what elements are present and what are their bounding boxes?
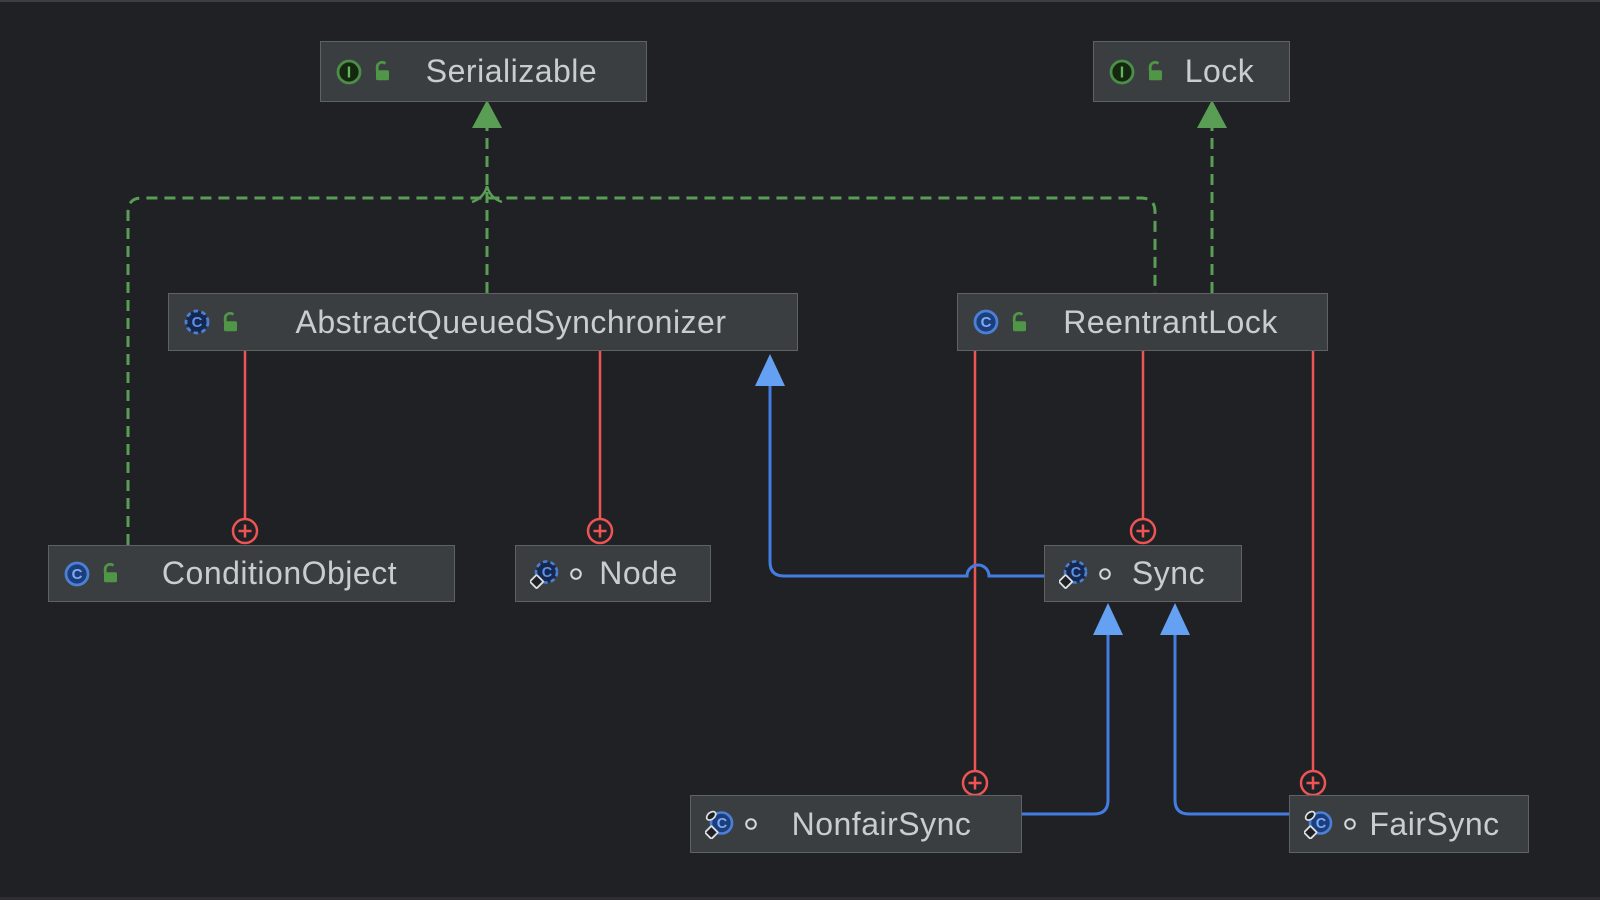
class-name-label: Node [599, 555, 678, 591]
svg-text:C: C [192, 314, 203, 331]
public-unlocked-icon [1012, 311, 1026, 331]
arrowhead-aqs [755, 354, 785, 386]
class-icon: C [64, 561, 90, 586]
node-icons: C [63, 560, 121, 588]
edge-junction-curve [485, 185, 503, 204]
interface-icon: I [1109, 59, 1135, 84]
svg-text:C: C [1071, 565, 1082, 581]
static-mark-icon [530, 573, 544, 589]
node-icons: C [530, 559, 583, 589]
class-node-fairsync[interactable]: C FairSync [1289, 795, 1529, 853]
class-node-lock[interactable]: I Lock [1093, 41, 1290, 102]
abstract-class-icon: C [184, 309, 210, 335]
class-name-label: NonfairSync [791, 805, 972, 842]
plus-glyph [238, 524, 252, 538]
class-icon: C [973, 309, 999, 335]
class-node-nonfairsync[interactable]: C NonfairSync [690, 795, 1022, 853]
edge-implements-conditionobject-reentrantlock-serializable [126, 196, 1157, 545]
class-node-serializable[interactable]: I Serializable [320, 41, 647, 102]
svg-text:C: C [717, 816, 728, 832]
arrowhead-lock [1197, 100, 1227, 128]
final-mark-icon [705, 810, 717, 821]
node-icons: I [1108, 58, 1166, 86]
static-final-class-icon: C [705, 810, 734, 839]
edge-extends-nonfairsync-sync [1022, 634, 1110, 816]
abstract-static-class-icon: C [530, 559, 559, 589]
class-node-reentrantlock[interactable]: C ReentrantLock [957, 293, 1328, 351]
edge-extends-fairsync-sync [1173, 634, 1289, 816]
public-unlocked-icon [223, 311, 237, 331]
edge-extends-sync-aqs [768, 385, 1044, 578]
svg-text:I: I [347, 64, 351, 81]
svg-text:C: C [1316, 816, 1327, 832]
plus-glyph [968, 776, 982, 790]
svg-text:C: C [542, 565, 553, 581]
public-unlocked-icon [1148, 60, 1162, 81]
class-node-sync[interactable]: C Sync [1044, 545, 1242, 602]
package-private-visibility-icon [1099, 567, 1111, 580]
public-unlocked-icon [103, 562, 117, 583]
extends-edges [768, 385, 1289, 816]
class-name-label: Lock [1184, 53, 1255, 89]
edge-junction-curve [471, 185, 489, 204]
static-mark-icon [705, 825, 719, 839]
inner-class-edges [231, 351, 1327, 797]
plus-glyph [1306, 776, 1320, 790]
node-icons: C [972, 308, 1030, 336]
public-unlocked-icon [375, 60, 389, 81]
node-icons: C [705, 809, 758, 839]
implements-arrowheads [472, 100, 1227, 128]
class-name-label: Sync [1131, 555, 1206, 591]
final-mark-icon [1304, 810, 1316, 821]
svg-text:I: I [1120, 64, 1124, 81]
class-name-label: AbstractQueuedSynchronizer [295, 303, 727, 340]
package-private-visibility-icon [745, 818, 757, 830]
arrowhead-sync-right [1160, 603, 1190, 635]
class-node-node[interactable]: C Node [515, 545, 711, 602]
interface-icon: I [336, 59, 362, 84]
implements-edges [126, 127, 1214, 545]
arrowhead-serializable [472, 100, 502, 128]
class-node-conditionobject[interactable]: C ConditionObject [48, 545, 455, 602]
static-final-class-icon: C [1304, 810, 1333, 839]
svg-text:C: C [72, 566, 83, 583]
plus-glyph [1136, 524, 1150, 538]
package-private-visibility-icon [570, 567, 582, 580]
class-name-label: FairSync [1369, 805, 1500, 842]
svg-text:C: C [981, 314, 992, 331]
class-name-label: ConditionObject [161, 555, 398, 591]
abstract-static-class-icon: C [1059, 559, 1088, 589]
arrowhead-sync-left [1093, 603, 1123, 635]
node-icons: C [183, 308, 241, 336]
class-name-label: ReentrantLock [1063, 303, 1278, 340]
static-mark-icon [1059, 573, 1073, 589]
package-private-visibility-icon [1344, 818, 1356, 830]
static-mark-icon [1304, 825, 1318, 839]
class-node-abstractqueuedsynchronizer[interactable]: C AbstractQueuedSynchronizer [168, 293, 798, 351]
node-icons: C [1304, 809, 1357, 839]
node-icons: C [1059, 559, 1112, 589]
class-name-label: Serializable [425, 53, 598, 89]
extends-arrowheads [755, 354, 1190, 635]
node-icons: I [335, 58, 393, 86]
plus-glyph [593, 524, 607, 538]
